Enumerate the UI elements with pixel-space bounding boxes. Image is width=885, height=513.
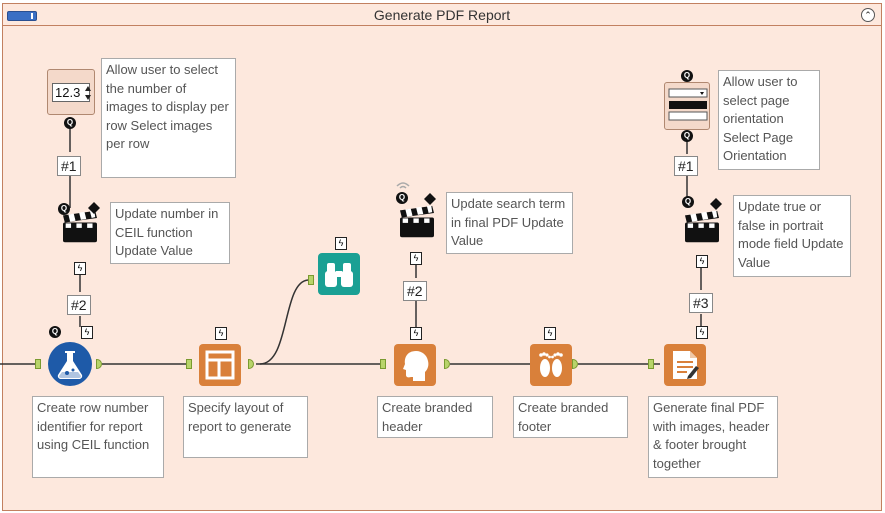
note-page-orientation: Allow user to select page orientation Se… xyxy=(718,70,820,170)
browse-tool[interactable] xyxy=(318,253,360,295)
layout-icon xyxy=(205,350,235,380)
footer-tool[interactable] xyxy=(530,344,572,386)
dropdown-icon xyxy=(668,88,708,121)
formula-tool[interactable] xyxy=(48,342,92,386)
question-anchor[interactable]: Q xyxy=(58,203,70,215)
lightning-anchor[interactable]: ϟ xyxy=(544,327,556,340)
lightning-anchor[interactable]: ϟ xyxy=(410,327,422,340)
diamond-anchor[interactable] xyxy=(424,193,436,205)
diamond-anchor[interactable] xyxy=(88,202,100,214)
question-anchor[interactable]: Q xyxy=(396,192,408,204)
connection-badge: #3 xyxy=(689,293,713,313)
lightning-anchor[interactable]: ϟ xyxy=(81,326,93,339)
lightning-anchor[interactable]: ϟ xyxy=(74,262,86,275)
header-tool[interactable] xyxy=(394,344,436,386)
lightning-anchor[interactable]: ϟ xyxy=(696,255,708,268)
note-ceil-update: Update number in CEIL function Update Va… xyxy=(110,202,230,264)
output-anchor[interactable] xyxy=(572,359,578,369)
input-anchor[interactable] xyxy=(648,359,654,369)
question-anchor[interactable]: Q xyxy=(682,196,694,208)
clapperboard-icon[interactable] xyxy=(59,210,101,244)
connection-badge: #2 xyxy=(67,295,91,315)
footprints-icon xyxy=(539,352,563,377)
container-title: Generate PDF Report xyxy=(373,7,511,23)
container-titlebar: Generate PDF Report ⌃ xyxy=(3,4,881,26)
numeric-up-down-tool[interactable]: 12.3 xyxy=(47,69,95,115)
input-anchor[interactable] xyxy=(308,275,314,285)
flask-icon xyxy=(57,351,83,380)
note-search-term: Update search term in final PDF Update V… xyxy=(446,192,573,254)
connection-badge: #1 xyxy=(674,156,698,176)
input-anchor[interactable] xyxy=(35,359,41,369)
document-icon xyxy=(673,351,699,379)
question-anchor[interactable]: Q xyxy=(49,326,61,338)
output-anchor[interactable] xyxy=(248,359,254,369)
collapse-icon[interactable]: ⌃ xyxy=(861,8,875,22)
clapperboard-icon[interactable] xyxy=(681,210,723,244)
clapperboard-icon[interactable] xyxy=(396,205,438,239)
connection-badge: #1 xyxy=(57,156,81,176)
note-portrait-update: Update true or false in portrait mode fi… xyxy=(733,195,851,277)
note-row-identifier: Create row number identifier for report … xyxy=(32,396,164,478)
container-toggle[interactable] xyxy=(7,11,37,21)
input-anchor[interactable] xyxy=(186,359,192,369)
note-footer: Create branded footer xyxy=(513,396,628,438)
question-anchor[interactable]: Q xyxy=(681,130,693,142)
input-anchor[interactable] xyxy=(380,359,386,369)
lightning-anchor[interactable]: ϟ xyxy=(215,327,227,340)
render-tool[interactable] xyxy=(664,344,706,386)
numeric-up-down-icon xyxy=(85,86,91,100)
note-images-per-row: Allow user to select the number of image… xyxy=(101,58,236,178)
diamond-anchor[interactable] xyxy=(710,198,722,210)
note-header: Create branded header xyxy=(377,396,493,438)
note-layout: Specify layout of report to generate xyxy=(183,396,308,458)
wifi-icon xyxy=(396,182,410,189)
connection-badge: #2 xyxy=(403,281,427,301)
head-icon xyxy=(403,351,429,381)
dropdown-tool[interactable] xyxy=(664,82,710,130)
lightning-anchor[interactable]: ϟ xyxy=(335,237,347,250)
lightning-anchor[interactable]: ϟ xyxy=(410,252,422,265)
binoculars-icon xyxy=(325,263,353,287)
lightning-anchor[interactable]: ϟ xyxy=(696,326,708,339)
output-anchor[interactable] xyxy=(96,359,102,369)
note-final-pdf: Generate final PDF with images, header &… xyxy=(648,396,778,478)
output-anchor[interactable] xyxy=(444,359,450,369)
question-anchor[interactable]: Q xyxy=(64,117,76,129)
layout-tool[interactable] xyxy=(199,344,241,386)
question-anchor[interactable]: Q xyxy=(681,70,693,82)
numeric-up-down-field: 12.3 xyxy=(52,83,90,102)
